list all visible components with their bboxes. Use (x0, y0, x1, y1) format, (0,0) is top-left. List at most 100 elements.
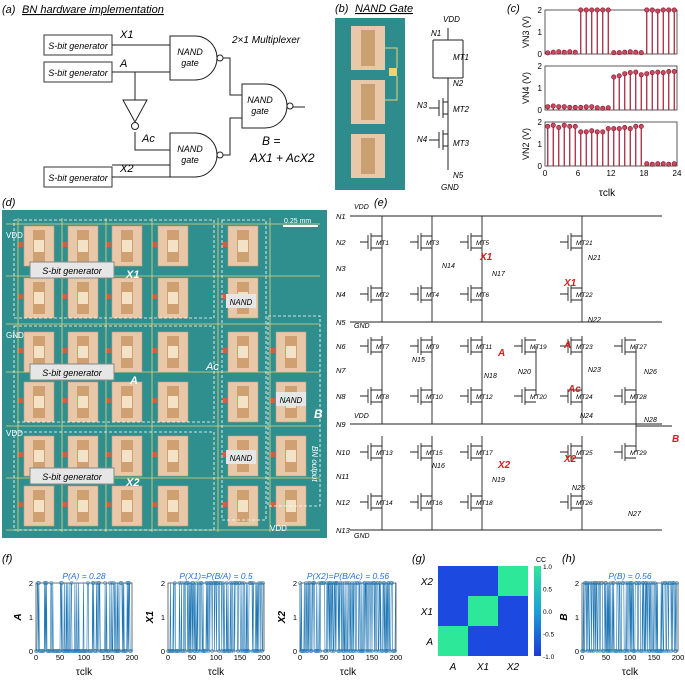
trace-marker (219, 649, 224, 653)
trace-marker (212, 581, 216, 585)
gen-label-x2: S-bit generator (29, 467, 115, 485)
trace-marker (305, 649, 310, 653)
trace-marker (362, 581, 367, 585)
trace-ytick: 0 (293, 647, 297, 656)
heatmap-cell (498, 596, 528, 626)
node-label-n3: N3 (336, 264, 346, 273)
trace-marker (195, 649, 200, 653)
trace-xtick: 50 (56, 653, 64, 662)
trace-marker (118, 581, 123, 585)
panel-d-label: (d) (2, 197, 16, 209)
trace-marker (53, 649, 58, 653)
chip-cell (152, 277, 189, 319)
trace-marker (213, 581, 217, 585)
e-gnd: GND (354, 323, 370, 330)
signal-label-red: B (672, 434, 679, 445)
stem-marker (671, 7, 677, 13)
trace-marker (114, 649, 119, 653)
svg-text:NAND: NAND (177, 47, 203, 57)
stem-marker (605, 7, 611, 13)
trace-marker (674, 649, 678, 653)
svg-text:NAND: NAND (230, 298, 253, 307)
colorbar-tick: 0.0 (543, 609, 552, 616)
trace-marker (580, 649, 584, 653)
trace-marker (635, 649, 640, 653)
trace-marker (123, 649, 128, 653)
trace-marker (357, 581, 362, 585)
trace-marker (343, 581, 347, 585)
trace-marker (192, 649, 196, 653)
s-bit-generator-a: S-bit generator (43, 61, 113, 83)
trace-marker (198, 581, 203, 585)
stem-marker (616, 73, 622, 79)
transistor-label: MT1 (376, 240, 389, 247)
stem-marker (666, 69, 672, 75)
trace-ylabel: X1 (145, 610, 156, 624)
trace-xtick: 50 (602, 653, 610, 662)
full-schematic: N1N2N3N4N5N6N7N8N9N10N11N12N13VDDGNDVDDG… (336, 204, 679, 540)
trace-marker (659, 649, 664, 653)
trace-marker (298, 581, 302, 585)
trace-marker (344, 649, 348, 653)
stem-marker (611, 74, 617, 80)
signal-x2: X2 (119, 163, 133, 175)
chip-cell (222, 485, 259, 527)
transistor-label: MT24 (576, 394, 593, 401)
trace-marker (36, 581, 40, 585)
stem-marker (660, 7, 666, 13)
signal-a: A (119, 58, 127, 70)
trace-marker (660, 581, 665, 585)
trace-marker (312, 581, 317, 585)
trace-marker (654, 649, 658, 653)
scale-bar-label: 0.25 mm (284, 218, 311, 225)
heatmap-row-label: A (425, 637, 433, 648)
trace-marker (117, 649, 122, 653)
c-xtick: 6 (576, 169, 581, 178)
trace-marker (43, 581, 48, 585)
trace-marker (209, 581, 214, 585)
trace-marker (301, 649, 305, 653)
trace-marker (235, 581, 239, 585)
trace-marker (103, 581, 107, 585)
trace-marker (106, 649, 110, 653)
stem-marker (655, 8, 661, 14)
trace-marker (366, 649, 371, 653)
trace-marker (320, 581, 324, 585)
trace-marker (72, 649, 77, 653)
trace-marker (231, 649, 236, 653)
trace-marker (631, 649, 635, 653)
trace-marker (91, 581, 96, 585)
trace-marker (592, 581, 597, 585)
trace-marker (315, 649, 320, 653)
gen-label-x1: S-bit generator (29, 261, 115, 279)
trace-marker (322, 581, 326, 585)
trace-marker (217, 649, 221, 653)
transistor-label: MT14 (376, 500, 393, 507)
stem-marker (594, 105, 600, 111)
chip-vdd-top: VDD (6, 231, 23, 240)
trace-marker (186, 581, 191, 585)
trace-marker (652, 649, 656, 653)
trace-marker (639, 649, 644, 653)
stem-marker (638, 50, 644, 56)
trace-marker (342, 649, 347, 653)
trace-marker (111, 581, 116, 585)
trace-marker (333, 581, 338, 585)
stem-marker (633, 49, 639, 55)
trace-marker (214, 581, 218, 585)
trace-marker (610, 581, 615, 585)
stem-marker (627, 70, 633, 76)
stem-marker (622, 49, 628, 55)
trace-marker (304, 649, 309, 653)
trace-marker (254, 649, 259, 653)
node-n3: N3 (417, 101, 428, 110)
trace-xtick: 0 (166, 653, 170, 662)
trace-marker (372, 581, 376, 585)
trace-marker (228, 581, 233, 585)
trace-marker (603, 581, 607, 585)
c-ytick: 2 (538, 118, 543, 127)
trace-marker (583, 581, 587, 585)
node-n5: N5 (453, 171, 464, 180)
trace-marker (374, 581, 379, 585)
